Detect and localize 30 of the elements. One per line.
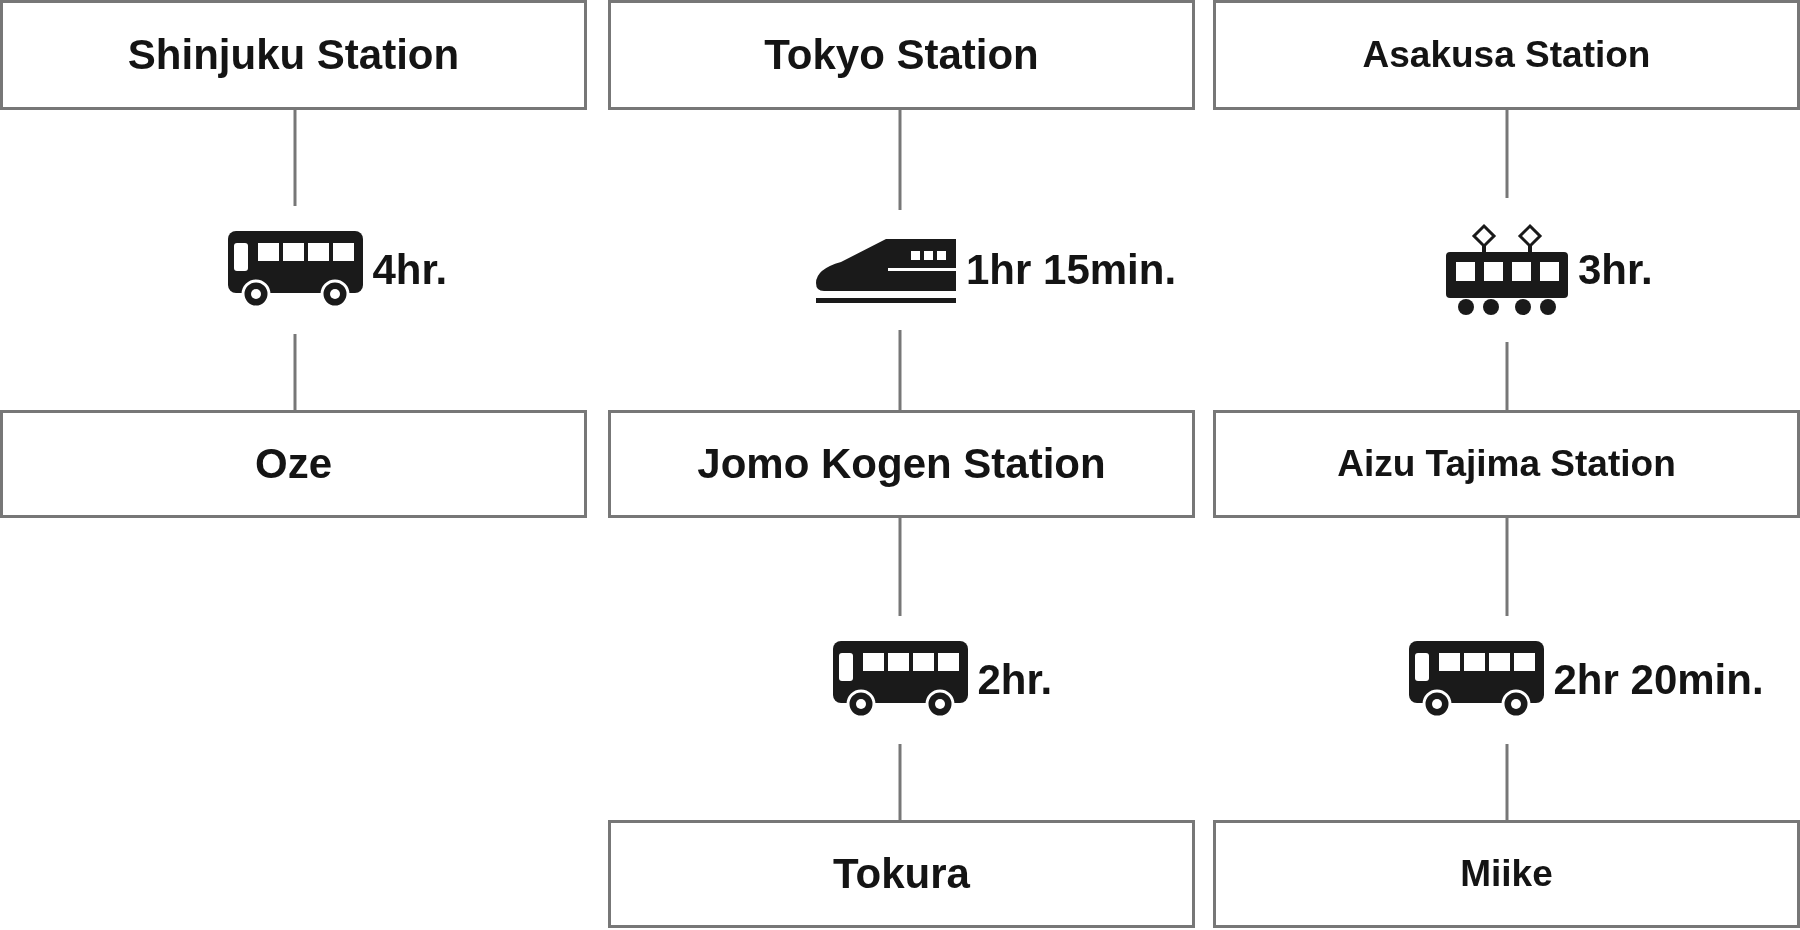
place-name: Miike: [1460, 853, 1553, 895]
place-box: [0, 410, 587, 518]
place-name: Aizu Tajima Station: [1337, 443, 1676, 485]
connector-line: [1505, 518, 1509, 616]
place-box: [608, 0, 1195, 110]
travel-time: 3hr.: [1578, 246, 1653, 294]
place-box: [608, 820, 1195, 928]
connector-line: [898, 518, 902, 616]
connector-line: [898, 744, 902, 820]
place-box: [1213, 0, 1800, 110]
place-name: Jomo Kogen Station: [697, 440, 1106, 488]
travel-time: 1hr 15min.: [966, 246, 1177, 294]
connector-line: [293, 334, 297, 410]
place-box: [1213, 410, 1800, 518]
travel-time: 4hr.: [372, 246, 448, 294]
travel-time: 2hr.: [977, 656, 1053, 704]
place-name: Tokyo Station: [764, 31, 1039, 79]
connector-line: [293, 110, 297, 206]
place-box: [0, 0, 587, 110]
place-name: Asakusa Station: [1362, 34, 1651, 76]
connector-line: [1505, 744, 1509, 820]
connector-line: [898, 330, 902, 410]
place-name: Oze: [255, 440, 332, 488]
place-name: Tokura: [833, 850, 970, 898]
place-name: Shinjuku Station: [127, 31, 460, 79]
connector-line: [898, 110, 902, 210]
connector-line: [1505, 342, 1509, 410]
place-box: [1213, 820, 1800, 928]
travel-time: 2hr 20min.: [1553, 656, 1764, 704]
place-box: [608, 410, 1195, 518]
